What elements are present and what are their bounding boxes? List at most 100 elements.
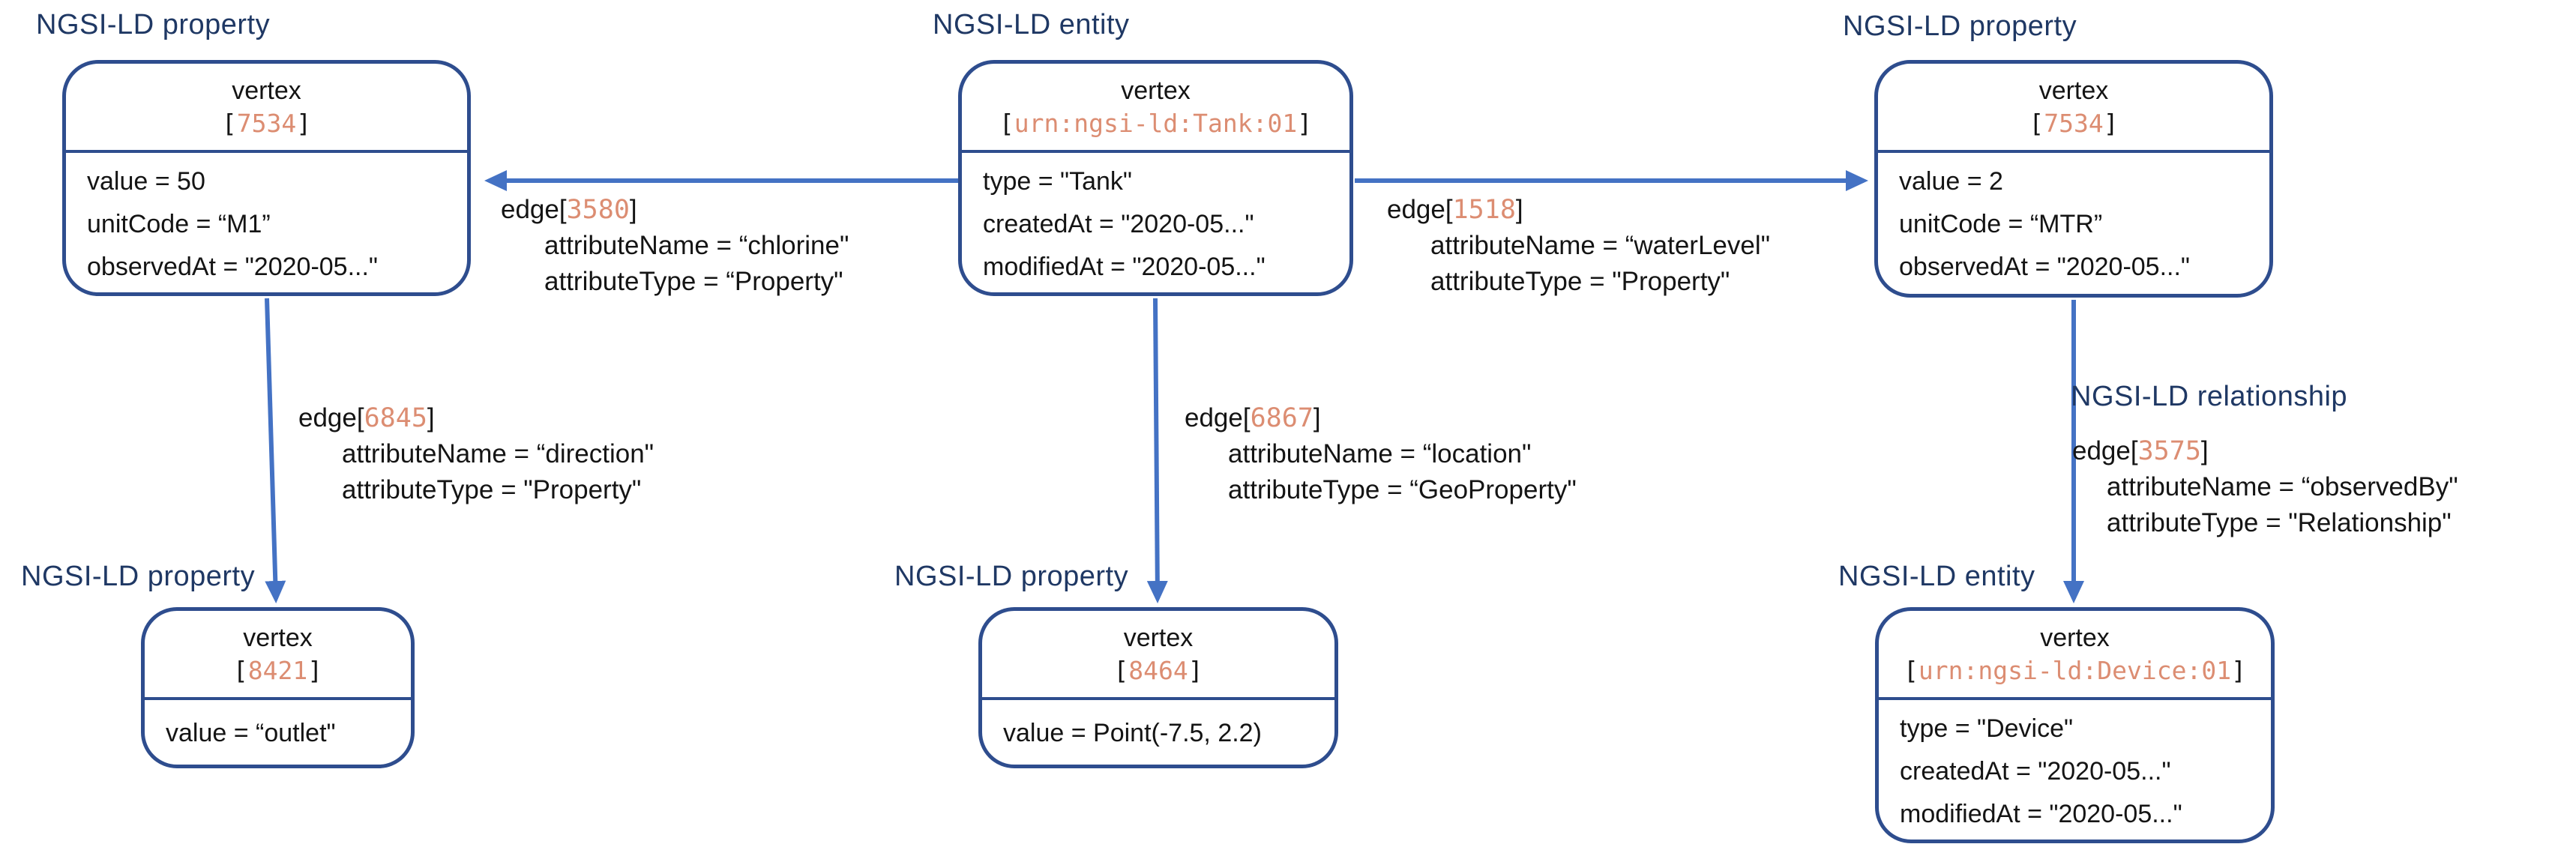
edge-id-value: 3580: [566, 195, 630, 225]
vertex-header: vertex [urn:ngsi-ld:Device:01]: [1879, 611, 2271, 700]
caption-top-center-entity: NGSI-LD entity: [933, 9, 1130, 40]
vertex-header: vertex [urn:ngsi-ld:Tank:01]: [962, 64, 1349, 153]
bracket-open: [: [356, 403, 364, 432]
bracket-close: ]: [2200, 436, 2209, 465]
bracket-open: [: [232, 655, 248, 685]
caption-top-left-property: NGSI-LD property: [36, 9, 271, 40]
edge-word: edge: [1387, 195, 1445, 224]
vertex-id: [urn:ngsi-ld:Tank:01]: [999, 109, 1312, 139]
edge-word: edge: [298, 403, 357, 432]
bracket-open: [: [1904, 655, 1919, 685]
vertex-properties: value = 50 unitCode = “M1” observedAt = …: [66, 153, 467, 289]
bracket-close: ]: [427, 403, 435, 432]
vertex-id-value: 8464: [1128, 655, 1188, 685]
edge-word: edge: [501, 195, 559, 224]
bracket-close: ]: [1313, 403, 1321, 432]
vertex-header: vertex [8464]: [982, 611, 1334, 700]
vertex-title: vertex: [1121, 76, 1191, 105]
vertex-header: vertex [8421]: [145, 611, 411, 700]
vertex-properties: value = “outlet": [145, 700, 411, 755]
vertex-id-value: urn:ngsi-ld:Tank:01: [1014, 108, 1298, 138]
edge-arrow-location: [1146, 298, 1168, 603]
caption-relationship: NGSI-LD relationship: [2071, 381, 2348, 412]
edge-id-value: 6867: [1250, 403, 1313, 433]
edge-label-6845: edge[6845] attributeName = “direction" a…: [298, 400, 654, 508]
vertex-location-value: vertex [8464] value = Point(-7.5, 2.2): [978, 607, 1338, 768]
bracket-open: [: [1445, 195, 1453, 224]
vertex-properties: value = Point(-7.5, 2.2): [982, 700, 1334, 755]
edge-label-3575: edge[3575] attributeName = “observedBy" …: [2072, 433, 2458, 541]
edge-label-1518: edge[1518] attributeName = “waterLevel" …: [1387, 192, 1770, 300]
edge-arrow-direction: [265, 298, 286, 603]
edge-attribute-name: attributeName = “chlorine": [544, 231, 849, 260]
vertex-id-value: urn:ngsi-ld:Device:01: [1918, 655, 2232, 685]
caption-top-right-property: NGSI-LD property: [1843, 10, 2077, 42]
bracket-close: ]: [2231, 655, 2246, 685]
vertex-title: vertex: [2040, 623, 2110, 652]
edge-attribute-name: attributeName = “direction": [342, 439, 654, 468]
edge-label-3580: edge[3580] attributeName = “chlorine" at…: [501, 192, 849, 300]
caption-bottom-right-entity: NGSI-LD entity: [1838, 561, 2035, 592]
property-line: value = 2: [1899, 167, 2003, 196]
vertex-header: vertex [7534]: [1878, 64, 2269, 153]
edge-id-value: 3575: [2137, 436, 2201, 466]
property-line: createdAt = "2020-05...": [983, 210, 1254, 238]
vertex-id: [7534]: [2029, 109, 2118, 139]
edge-id-value: 6845: [364, 403, 427, 433]
vertex-chlorine-property: vertex [7534] value = 50 unitCode = “M1”…: [62, 60, 471, 296]
vertex-id: [8421]: [233, 656, 322, 686]
property-line: modifiedAt = "2020-05...": [1900, 800, 2182, 828]
edge-id-value: 1518: [1452, 195, 1516, 225]
bracket-close: ]: [296, 108, 312, 138]
property-line: createdAt = "2020-05...": [1900, 757, 2171, 786]
edge-id: edge[6845]: [298, 400, 654, 436]
bracket-close: ]: [1297, 108, 1313, 138]
caption-bottom-center-property: NGSI-LD property: [894, 561, 1129, 592]
bracket-open: [: [1242, 403, 1251, 432]
vertex-id: [urn:ngsi-ld:Device:01]: [1904, 656, 2246, 686]
bracket-close: ]: [1515, 195, 1523, 224]
bracket-open: [: [2130, 436, 2138, 465]
vertex-id: [7534]: [222, 109, 311, 139]
property-line: value = “outlet": [166, 719, 336, 747]
vertex-title: vertex: [2038, 76, 2109, 105]
property-line: value = Point(-7.5, 2.2): [1003, 719, 1262, 747]
property-line: unitCode = “MTR”: [1899, 210, 2103, 238]
edge-id: edge[3580]: [501, 192, 849, 228]
bracket-close: ]: [629, 195, 637, 224]
bracket-open: [: [1113, 655, 1129, 685]
vertex-header: vertex [7534]: [66, 64, 467, 153]
vertex-properties: type = "Device" createdAt = "2020-05..."…: [1879, 700, 2271, 836]
bracket-open: [: [559, 195, 567, 224]
property-line: observedAt = "2020-05...": [1899, 253, 2190, 281]
edge-id: edge[3575]: [2072, 433, 2458, 469]
vertex-id-value: 7534: [2044, 108, 2104, 138]
vertex-properties: value = 2 unitCode = “MTR” observedAt = …: [1878, 153, 2269, 289]
property-line: observedAt = "2020-05...": [87, 253, 378, 281]
edge-id: edge[6867]: [1185, 400, 1577, 436]
property-line: value = 50: [87, 167, 205, 196]
edge-word: edge: [1185, 403, 1243, 432]
edge-id: edge[1518]: [1387, 192, 1770, 228]
bracket-close: ]: [307, 655, 323, 685]
edge-attribute-name: attributeName = “location": [1228, 439, 1532, 468]
vertex-id-value: 7534: [236, 108, 297, 138]
edge-attribute-type: attributeType = “GeoProperty": [1228, 475, 1577, 504]
bracket-close: ]: [2103, 108, 2119, 138]
property-line: unitCode = “M1”: [87, 210, 271, 238]
vertex-direction-value: vertex [8421] value = “outlet": [141, 607, 415, 768]
vertex-title: vertex: [243, 623, 313, 652]
property-line: type = "Tank": [983, 167, 1132, 196]
bracket-open: [: [221, 108, 237, 138]
edge-label-6867: edge[6867] attributeName = “location" at…: [1185, 400, 1577, 508]
edge-attribute-type: attributeType = "Property": [1430, 267, 1730, 296]
vertex-title: vertex: [1123, 623, 1194, 652]
edge-attribute-type: attributeType = "Relationship": [2107, 508, 2452, 537]
vertex-id-value: 8421: [247, 655, 308, 685]
vertex-title: vertex: [232, 76, 301, 105]
caption-bottom-left-property: NGSI-LD property: [21, 561, 256, 592]
edge-attribute-type: attributeType = “Property": [544, 267, 843, 296]
bracket-close: ]: [1188, 655, 1203, 685]
